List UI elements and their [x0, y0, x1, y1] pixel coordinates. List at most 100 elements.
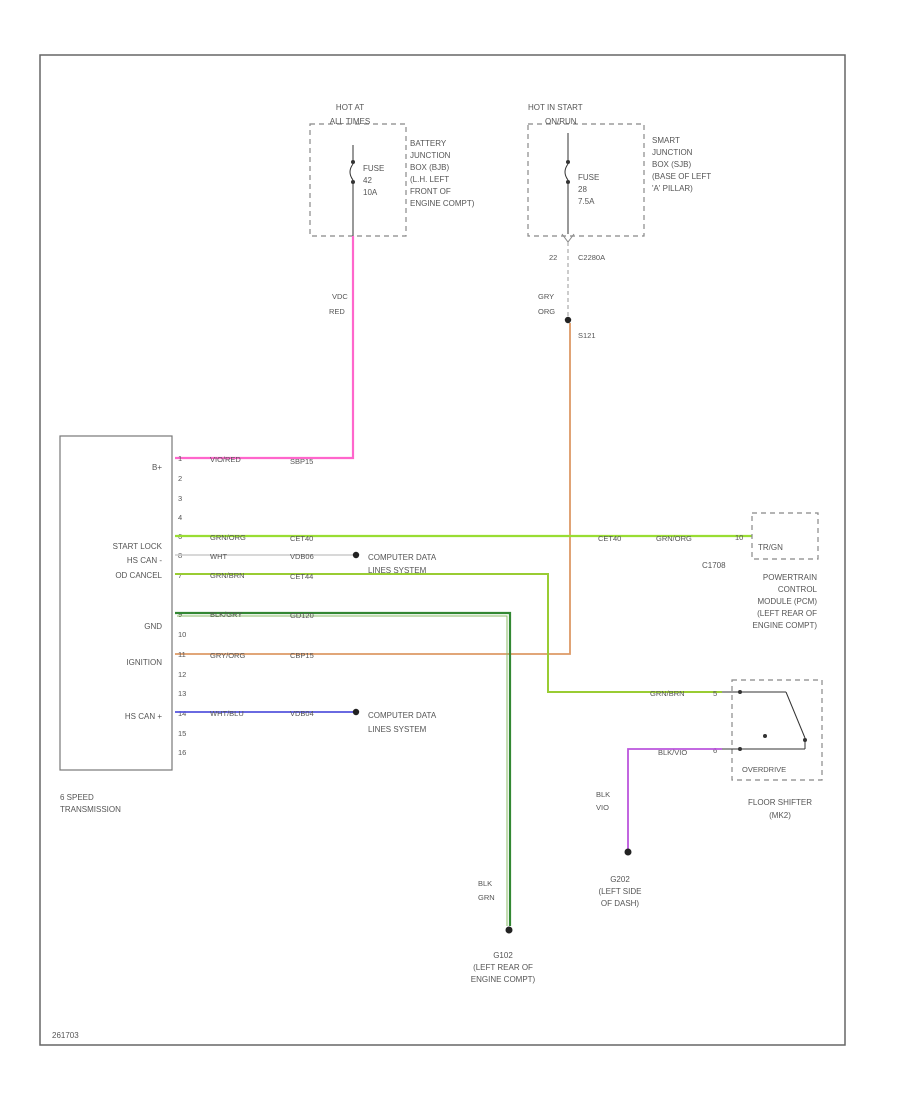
trans-pin: 13 — [178, 689, 186, 698]
bjb-fuse-label: FUSE — [363, 164, 384, 173]
trans-pin: 12 — [178, 670, 186, 679]
pcm-desc-1: CONTROL — [778, 585, 818, 594]
pink-top-color: RED — [329, 307, 345, 316]
trans-pin: 11 — [178, 650, 186, 659]
pin1-color: VIO/RED — [210, 455, 241, 464]
bjb-fuse-number: 42 — [363, 176, 372, 185]
cdl1-connector-icon — [352, 551, 360, 559]
g102-ground-icon — [505, 926, 513, 934]
sjb-desc-4: 'A' PILLAR) — [652, 184, 693, 193]
overdrive-switch-icon — [785, 691, 806, 739]
fuse-28-icon — [564, 163, 569, 181]
splice-s121-icon — [564, 316, 572, 324]
sjb-desc-0: SMART — [652, 136, 680, 145]
sjb-fuse-label: FUSE — [578, 173, 599, 182]
pcm-pin: 10 — [735, 533, 743, 542]
wire-tan-ignition — [175, 323, 571, 655]
trans-label-ignition: IGNITION — [126, 658, 162, 667]
pin6-code: CET40 — [290, 534, 313, 543]
gray-top-code: GRY — [538, 292, 554, 301]
pin8-color: WHT — [210, 552, 227, 561]
pin7-color: GRN/BRN — [210, 571, 245, 580]
diagram-frame — [39, 54, 846, 1046]
wire-green-od-cancel — [175, 573, 722, 693]
floor-shifter: 5 6 OVERDRIVE FLOOR SHIFTER (MK2) — [713, 679, 823, 820]
trans-label-bplus: B+ — [152, 463, 162, 472]
battery-junction-box: HOT AT ALL TIMES FUSE 42 10A BATTERY JUN… — [309, 103, 475, 237]
pcm-box-label: TR/GN — [758, 543, 783, 552]
hot-at-all-times-label-2: ALL TIMES — [330, 117, 370, 126]
shifter-desc-0: FLOOR SHIFTER — [748, 798, 812, 807]
sjb-fuse-number: 28 — [578, 185, 587, 194]
wire-purple-ground — [627, 748, 722, 850]
bjb-fuse-amp: 10A — [363, 188, 378, 197]
trans-pin: 2 — [178, 474, 182, 483]
smart-junction-box: HOT IN START ON/RUN FUSE 28 7.5A SMART J… — [527, 103, 711, 262]
bjb-desc-5: ENGINE COMPT) — [410, 199, 475, 208]
trans-title-1: 6 SPEED — [60, 793, 94, 802]
g102-desc-0: (LEFT REAR OF — [473, 963, 533, 972]
sjb-connector: C2280A — [578, 253, 605, 262]
bjb-desc-1: JUNCTION — [410, 151, 451, 160]
sjb-fuse-amp: 7.5A — [578, 197, 595, 206]
transmission-module: 6 SPEED TRANSMISSION B+ START LOCK HS CA… — [59, 435, 186, 814]
gnd-left-color: GRN — [478, 893, 495, 902]
g102-name: G102 — [493, 951, 513, 960]
g202-desc-0: (LEFT SIDE — [599, 887, 642, 896]
g202-ground-icon — [624, 848, 632, 856]
shifter-top-color: GRN/BRN — [650, 689, 685, 698]
gray-top-color: ORG — [538, 307, 555, 316]
sjb-desc-3: (BASE OF LEFT — [652, 172, 711, 181]
wire-pink-bplus — [175, 236, 355, 460]
bjb-desc-4: FRONT OF — [410, 187, 451, 196]
powertrain-control-module: 10 TR/GN C1708 POWERTRAIN CONTROL MODULE… — [702, 512, 819, 630]
bjb-desc-3: (L.H. LEFT — [410, 175, 449, 184]
pin6-right-code: CET40 — [598, 534, 621, 543]
pin14-code: VDB04 — [290, 709, 314, 718]
pin6-right-color: GRN/ORG — [656, 534, 692, 543]
hot-in-start-label-2: ON/RUN — [545, 117, 577, 126]
pink-top-code: VDC — [332, 292, 348, 301]
trans-label-hs-can-b: HS CAN + — [125, 712, 162, 721]
transmission-box — [59, 435, 173, 771]
bjb-desc-2: BOX (BJB) — [410, 163, 449, 172]
cdl1-line2: LINES SYSTEM — [368, 566, 427, 575]
hot-in-start-label-1: HOT IN START — [528, 103, 583, 112]
pin11-color: GRY/ORG — [210, 651, 245, 660]
wire-dark-green-ground — [175, 611, 512, 926]
pin8-code: VDB06 — [290, 552, 314, 561]
shifter-caption: OVERDRIVE — [742, 765, 786, 774]
g202-desc-1: OF DASH) — [601, 899, 640, 908]
trans-label-start-lock: START LOCK — [113, 542, 163, 551]
fuse-42-icon — [349, 163, 354, 181]
sjb-desc-2: BOX (SJB) — [652, 160, 691, 169]
cdl2-connector-icon — [352, 708, 360, 716]
shifter-bot-color: BLK/VIO — [658, 748, 687, 757]
splice-label: S121 — [578, 331, 596, 340]
pcm-desc-2: MODULE (PCM) — [757, 597, 817, 606]
trans-pin: 9 — [178, 610, 182, 619]
shifter-desc-1: (MK2) — [769, 811, 791, 820]
trans-label-gnd: GND — [144, 622, 162, 631]
trans-pin: 4 — [178, 513, 182, 522]
trans-title-2: TRANSMISSION — [60, 805, 121, 814]
trans-pin: 16 — [178, 748, 186, 757]
pcm-desc-4: ENGINE COMPT) — [753, 621, 818, 630]
bjb-desc-0: BATTERY — [410, 139, 447, 148]
gnd-right-color: VIO — [596, 803, 609, 812]
pin9-code: GD120 — [290, 611, 314, 620]
pin9-color: BLK/GRY — [210, 610, 242, 619]
trans-pin: 15 — [178, 729, 186, 738]
trans-label-od-cancel: OD CANCEL — [115, 571, 162, 580]
pcm-connector: C1708 — [702, 561, 726, 570]
g202-name: G202 — [610, 875, 630, 884]
trans-pin: 3 — [178, 494, 182, 503]
pin6-color: GRN/ORG — [210, 533, 246, 542]
pin7-code: CET44 — [290, 572, 313, 581]
gnd-right-code: BLK — [596, 790, 610, 799]
connector-c2280a-icon — [561, 233, 575, 243]
pin11-code: CBP15 — [290, 651, 314, 660]
cdl1-line1: COMPUTER DATA — [368, 553, 437, 562]
pin14-color: WHT/BLU — [210, 709, 244, 718]
